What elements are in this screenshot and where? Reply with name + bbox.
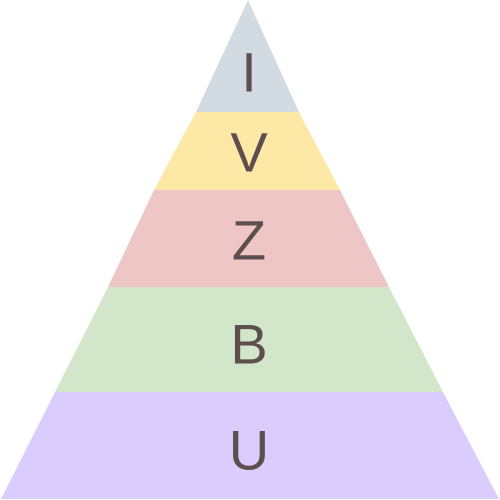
pyramid-layer-2-band	[154, 112, 340, 190]
pyramid-layer-2: V	[154, 112, 340, 190]
pyramid-layer-4-band	[55, 287, 443, 392]
pyramid-layer-5-label: U	[229, 419, 269, 482]
pyramid-layer-1-band	[196, 0, 299, 112]
pyramid-layer-3-band	[108, 190, 389, 287]
pyramid-layer-4-label: B	[230, 313, 267, 376]
pyramid-layer-3-label: Z	[232, 209, 266, 272]
pyramid-layer-5-band	[1, 392, 499, 499]
pyramid-layer-1-label: I	[241, 41, 257, 104]
pyramid-layer-5: U	[1, 392, 499, 499]
pyramid-layer-1: I	[196, 0, 299, 112]
pyramid-layer-4: B	[55, 287, 443, 392]
pyramid-layer-3: Z	[108, 190, 389, 287]
pyramid-layer-2-label: V	[230, 121, 268, 184]
